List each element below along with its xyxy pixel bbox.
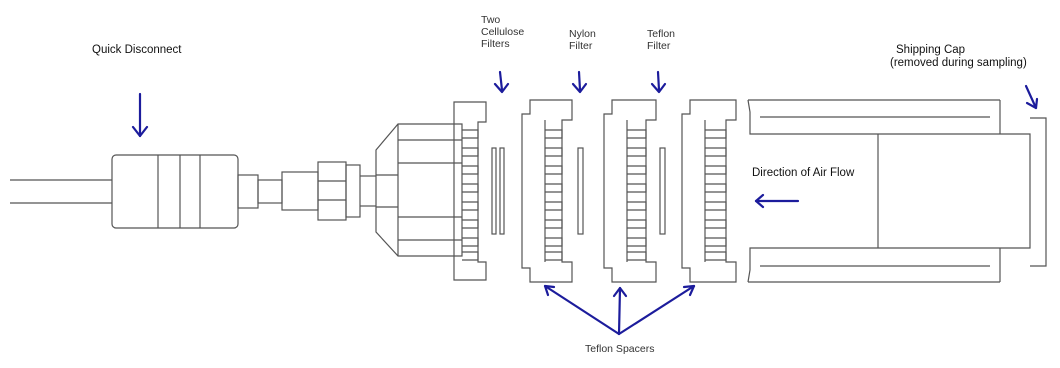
spacer-rib bbox=[627, 183, 647, 193]
outlet-housing bbox=[747, 99, 1031, 283]
housing-rib bbox=[462, 147, 479, 157]
housing-rib bbox=[462, 219, 479, 229]
spacer-rib bbox=[627, 129, 647, 139]
spacer-rib bbox=[545, 147, 563, 157]
teflon-spacers-arrows-icon bbox=[543, 284, 696, 336]
two-cellulose-filters-label: Two Cellulose Filters bbox=[481, 14, 525, 50]
housing-rib bbox=[462, 237, 479, 247]
spacer-rib bbox=[545, 251, 563, 261]
teflon-spacers-label: Teflon Spacers bbox=[585, 343, 655, 355]
housing-rib bbox=[462, 201, 479, 211]
teflon-spacer-3 bbox=[681, 99, 737, 283]
teflon-spacer-1 bbox=[521, 99, 573, 283]
teflon-filter-disc bbox=[659, 147, 666, 235]
nylon-filter-disc bbox=[577, 147, 584, 235]
spacer-ribs bbox=[462, 129, 727, 261]
spacer-rib bbox=[627, 237, 647, 247]
shipping-cap-arrow-icon bbox=[1024, 84, 1039, 110]
spacer-rib bbox=[705, 147, 727, 157]
spacer-rib bbox=[545, 237, 563, 247]
spacer-rib bbox=[627, 165, 647, 175]
quick-disconnect-body bbox=[111, 154, 239, 229]
cellulose-filter-discs bbox=[491, 147, 505, 235]
connector-fitting bbox=[237, 161, 376, 221]
nylon-filter-label: Nylon Filter bbox=[569, 28, 596, 52]
spacer-rib bbox=[627, 251, 647, 261]
spacer-rib bbox=[627, 219, 647, 229]
housing-rib bbox=[462, 251, 479, 261]
spacer-rib bbox=[705, 183, 727, 193]
spacer-rib bbox=[545, 219, 563, 229]
spacer-rib bbox=[545, 129, 563, 139]
housing-rib bbox=[462, 129, 479, 139]
nylon-filter-arrow-icon bbox=[571, 70, 588, 94]
shipping-cap bbox=[1030, 117, 1047, 267]
teflon-filter-label: Teflon Filter bbox=[647, 28, 676, 52]
spacer-rib bbox=[705, 129, 727, 139]
teflon-spacer-2 bbox=[603, 99, 657, 283]
spacer-rib bbox=[545, 201, 563, 211]
cellulose-filters-arrow-icon bbox=[493, 70, 510, 94]
quick-disconnect-arrow-icon bbox=[131, 92, 149, 138]
housing-rib bbox=[462, 183, 479, 193]
shipping-cap-label: Shipping Cap bbox=[896, 44, 966, 56]
direction-of-air-flow-label: Direction of Air Flow bbox=[752, 167, 855, 179]
spacer-rib bbox=[705, 251, 727, 261]
spacer-rib bbox=[705, 201, 727, 211]
inlet-housing bbox=[375, 101, 487, 281]
spacer-rib bbox=[705, 237, 727, 247]
spacer-rib bbox=[705, 165, 727, 175]
spacer-rib bbox=[627, 201, 647, 211]
air-flow-arrow-icon bbox=[754, 193, 800, 209]
shipping-cap-note: (removed during sampling) bbox=[890, 57, 1027, 69]
spacer-rib bbox=[705, 219, 727, 229]
housing-rib bbox=[462, 165, 479, 175]
quick-disconnect-label: Quick Disconnect bbox=[92, 44, 182, 56]
sampling-tube bbox=[10, 179, 112, 204]
spacer-rib bbox=[545, 183, 563, 193]
spacer-rib bbox=[545, 165, 563, 175]
teflon-filter-arrow-icon bbox=[650, 70, 667, 94]
spacer-rib bbox=[627, 147, 647, 157]
